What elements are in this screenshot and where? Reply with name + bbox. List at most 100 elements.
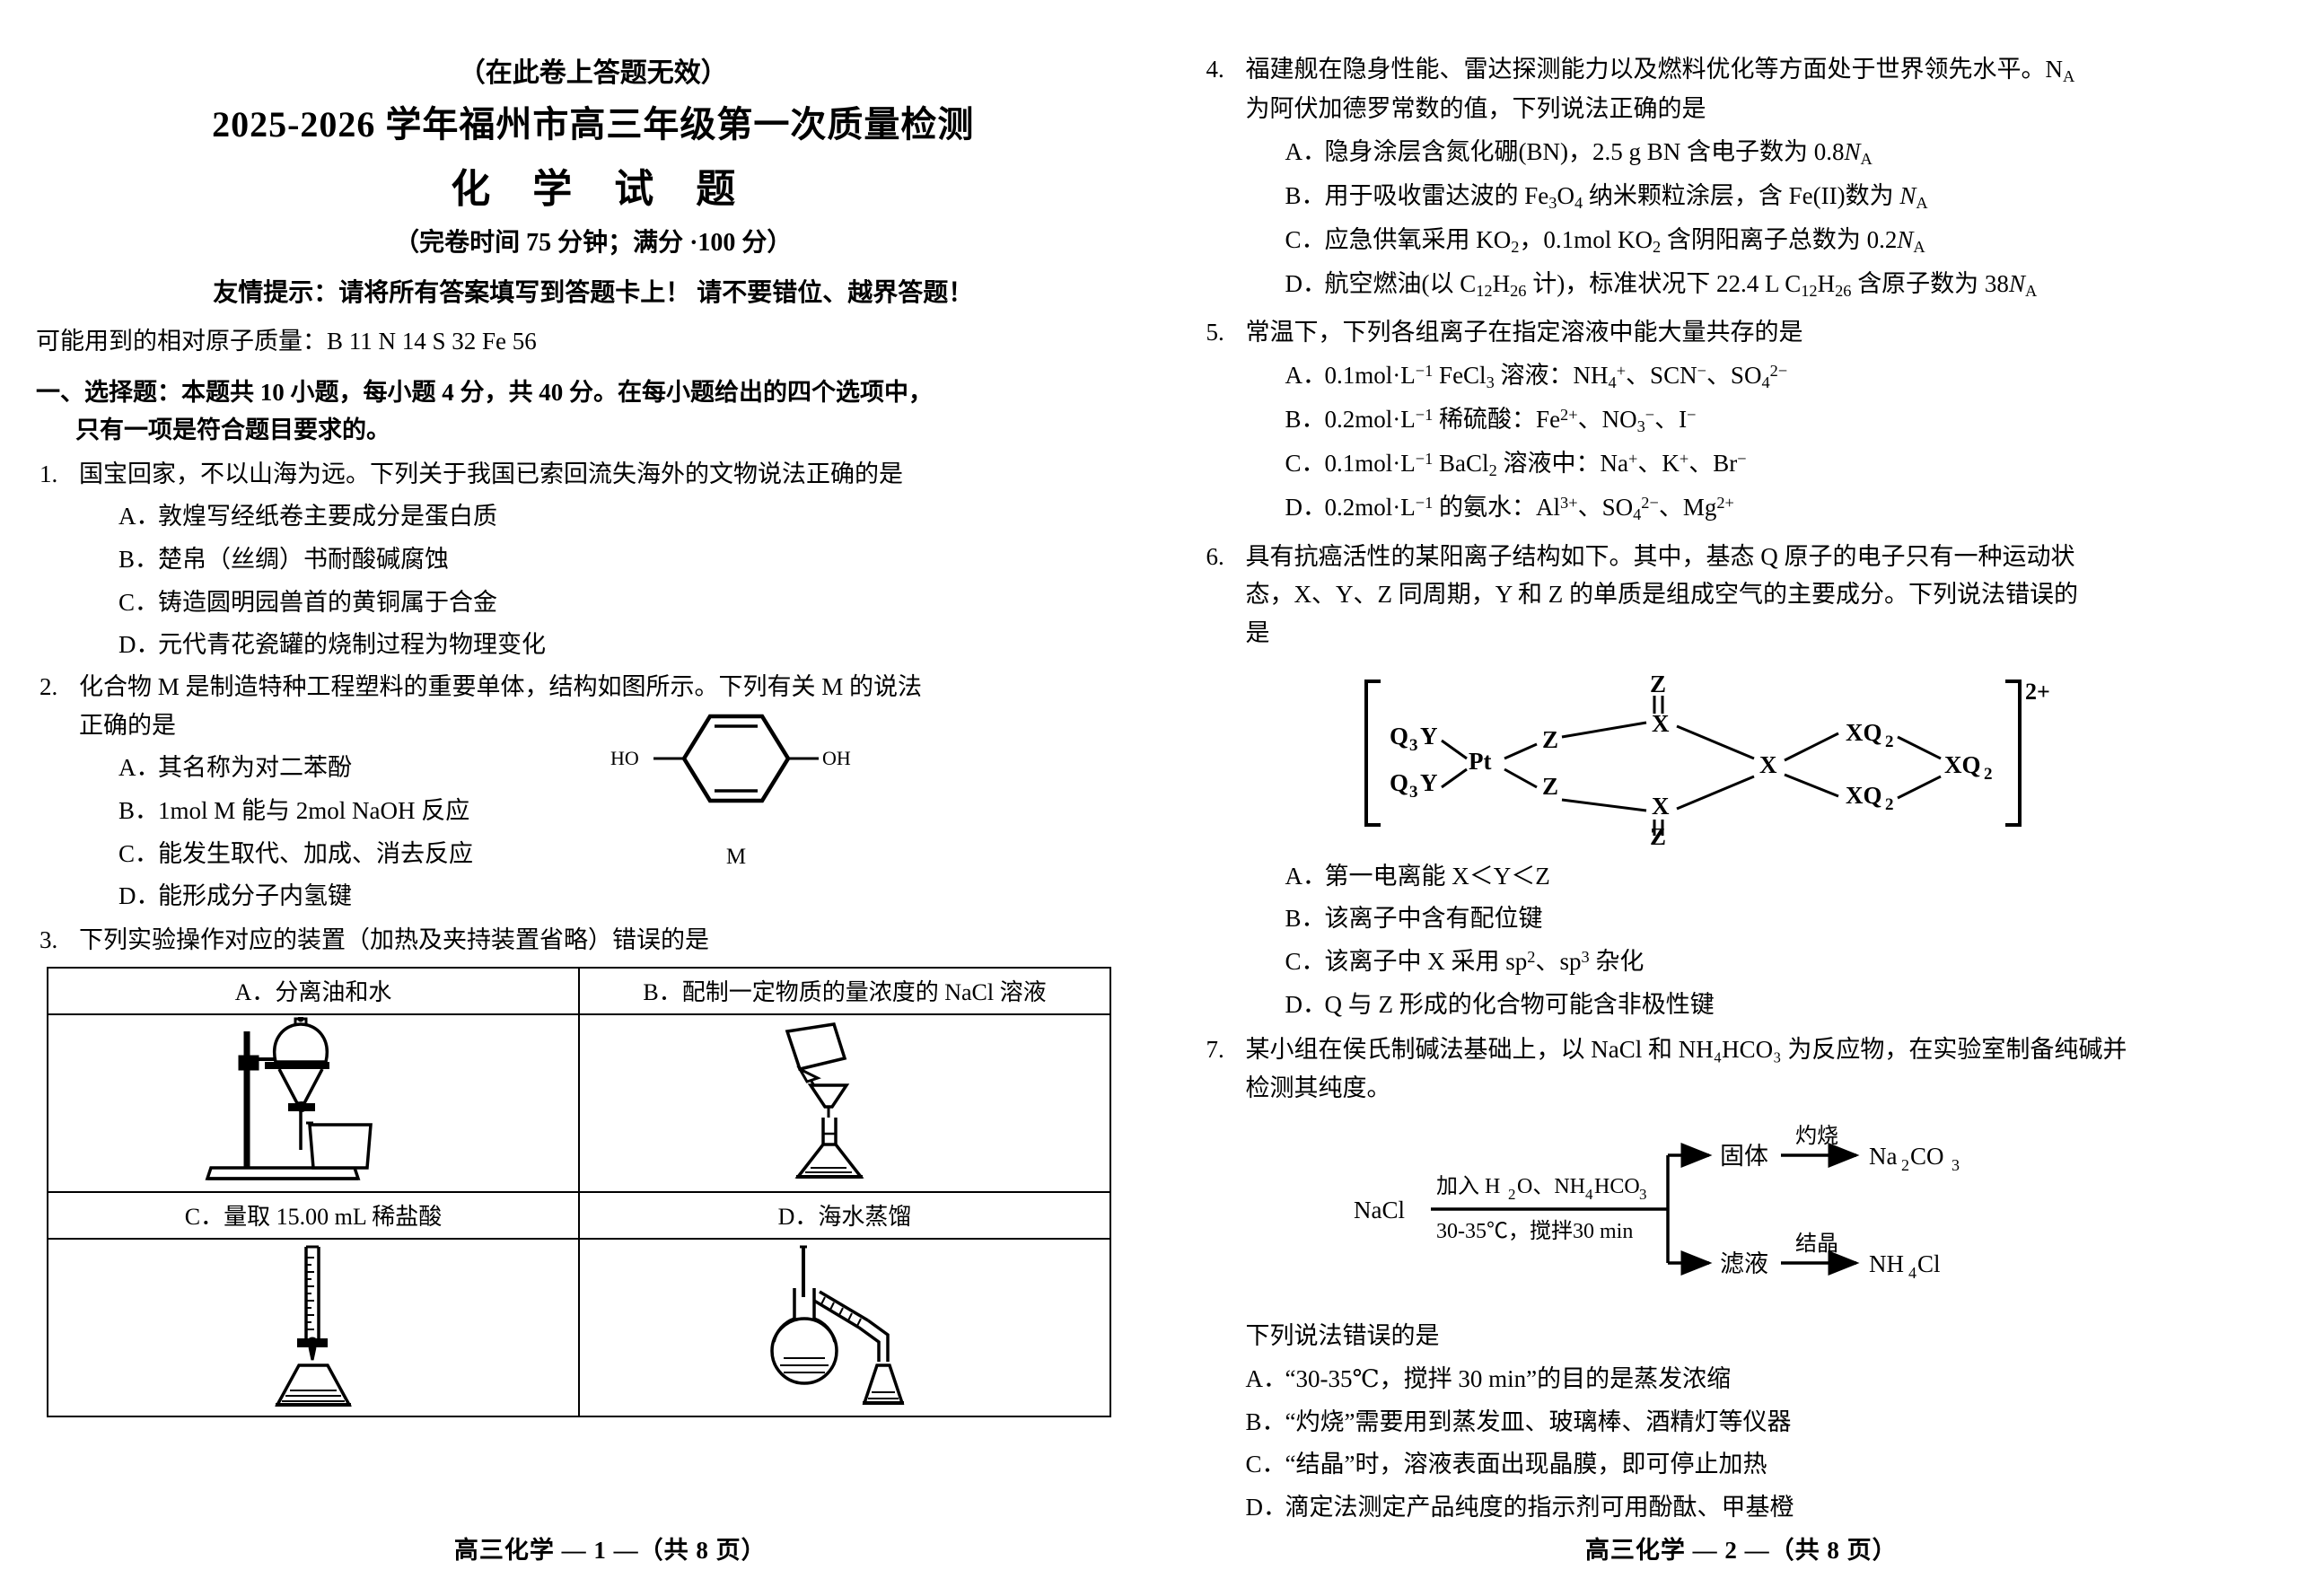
svg-text:2: 2	[1901, 1156, 1909, 1174]
option-text: “灼烧”需要用到蒸发皿、玻璃棒、酒精灯等仪器	[1285, 1407, 1792, 1435]
option-key: A．	[1285, 862, 1328, 890]
footer-left: 高三化学 — 1 —（共 8 页）	[453, 1537, 767, 1564]
question-2-option-a[interactable]: A． 其名称为对二苯酚	[79, 749, 1151, 787]
option-text: 滴定法测定产品纯度的指示剂可用酚酞、甲基橙	[1285, 1494, 1794, 1521]
section-heading-line2: 只有一项是符合题目要求的。	[75, 416, 390, 443]
option-key: B．	[1245, 1407, 1286, 1435]
apparatus-figure-distillation-setup	[578, 1237, 1111, 1417]
option-text: 用于吸收雷达波的 Fe3O4 纳米颗粒涂层，含 Fe(II)数为 NA	[1324, 181, 1928, 213]
section-heading-line1: 一、选择题：本题共 10 小题，每小题 4 分，共 40 分。在每小题给出的四个…	[36, 379, 933, 406]
question-6-option-b[interactable]: B． 该离子中含有配位键	[1246, 899, 2263, 938]
question-5-option-b[interactable]: B． 0.2mol·L−1 稀硫酸：Fe2+、NO3−、I−	[1246, 400, 2263, 440]
question-6-option-a[interactable]: A． 第一电离能 X＜Y＜Z	[1246, 857, 2263, 896]
node-x-mid: X	[1759, 751, 1777, 778]
question-6-option-c[interactable]: C． 该离子中 X 采用 sp2、sp3 杂化	[1246, 943, 2263, 981]
question-7-tail: 下列说法错误的是	[1245, 1322, 1440, 1350]
question-3-stem: 下列实验操作对应的装置（加热及夹持装置省略）错误的是	[79, 925, 709, 953]
subject-title: 化 学 试 题	[451, 167, 752, 211]
metal-center-pt: Pt	[1469, 748, 1491, 775]
svg-text:CO: CO	[1910, 1143, 1944, 1170]
option-key: C．	[1245, 1451, 1286, 1478]
question-1-option-c[interactable]: C． 铸造圆明园兽首的黄铜属于合金	[79, 583, 1151, 622]
question-2-option-c[interactable]: C． 能发生取代、加成、消去反应	[79, 835, 1151, 873]
option-text: 该离子中含有配位键	[1324, 905, 1543, 933]
option-text: 航空燃油(以 C12H26 计)，标准状况下 22.4 L C12H26 含原子…	[1324, 270, 2038, 301]
question-7-stem-line2: 检测其纯度。	[1245, 1074, 1391, 1101]
question-1-option-a[interactable]: A． 敦煌写经纸卷主要成分是蛋白质	[79, 497, 1151, 536]
node-x-top: X	[1652, 710, 1670, 737]
flow-branch-top-product: Na	[1869, 1143, 1897, 1170]
question-4-stem-text: 福建舰在隐身性能、雷达探测能力以及燃料优化等方面处于世界领先水平。N	[1245, 56, 2064, 83]
question-6-stem-line2: 态，X、Y、Z 同周期，Y 和 Z 的单质是组成空气的主要成分。下列说法错误的	[1245, 581, 2078, 609]
complex-ion-structure-diagram: 2+ Q 3 Y Q 3 Y Pt	[1246, 662, 2263, 852]
flow-diagram-svg: NaCl 加入 H 2 O、NH 4 HCO 3 30-35℃，搅拌30 mi	[1354, 1124, 1960, 1282]
option-key: B．	[1285, 406, 1326, 434]
option-text: 1mol M 能与 2mol NaOH 反应	[158, 796, 470, 824]
question-6-stem-line3: 是	[1245, 618, 1270, 646]
question-5: 5. 常温下，下列各组离子在指定溶液中能大量共存的是 A． 0.1mol·L−1…	[1203, 313, 2263, 528]
question-1-stem: 国宝回家，不以山海为远。下列关于我国已索回流失海外的文物说法正确的是	[79, 460, 903, 487]
question-2-option-b[interactable]: B． 1mol M 能与 2mol NaOH 反应	[79, 792, 1151, 830]
question-4-option-b[interactable]: B． 用于吸收雷达波的 Fe3O4 纳米颗粒涂层，含 Fe(II)数为 NA	[1246, 177, 2263, 216]
question-1-option-d[interactable]: D． 元代青花瓷罐的烧制过程为物理变化	[79, 626, 1151, 664]
question-5-option-c[interactable]: C． 0.1mol·L−1 BaCl2 溶液中：Na+、K+、Br−	[1246, 444, 2263, 484]
relative-atomic-mass: 可能用到的相对原子质量：B 11 N 14 S 32 Fe 56	[36, 328, 537, 355]
question-2-option-d[interactable]: D． 能形成分子内氢键	[79, 877, 1151, 916]
option-key: C．	[1285, 947, 1326, 975]
question-4-option-c[interactable]: C． 应急供氧采用 KO2，0.1mol KO2 含阴阳离子总数为 0.2NA	[1246, 221, 2263, 260]
flow-branch-bottom-condition: 结晶	[1795, 1232, 1838, 1256]
option-text: Q 与 Z 形成的化合物可能含非极性键	[1324, 990, 1715, 1018]
question-5-option-a[interactable]: A． 0.1mol·L−1 FeCl3 溶液：NH4+、SCN−、SO42−	[1246, 356, 2263, 396]
na-subscript: A	[2063, 67, 2075, 86]
apparatus-table: A．分离油和水 B．配制一定物质的量浓度的 NaCl 溶液	[47, 966, 1111, 1417]
apparatus-figure-volumetric-flask	[578, 1013, 1111, 1193]
option-key: D．	[1285, 270, 1328, 298]
flow-condition-top: 加入 H	[1436, 1174, 1500, 1198]
question-4-stem-line2: 为阿伏加德罗常数的值，下列说法正确的是	[1245, 95, 1706, 123]
flow-branch-top-label: 固体	[1720, 1143, 1768, 1170]
svg-text:3: 3	[1639, 1186, 1647, 1203]
question-7-option-b[interactable]: B． “灼烧”需要用到蒸发皿、玻璃棒、酒精灯等仪器	[1246, 1403, 2263, 1442]
question-7-option-c[interactable]: C． “结晶”时，溶液表面出现晶膜，即可停止加热	[1246, 1445, 2263, 1484]
flow-branch-bottom-label: 滤液	[1720, 1250, 1768, 1277]
apparatus-figure-separating-funnel	[47, 1013, 580, 1193]
option-key: C．	[118, 839, 160, 867]
question-7-option-d[interactable]: D． 滴定法测定产品纯度的指示剂可用酚酞、甲基橙	[1246, 1488, 2263, 1527]
question-2-stem-line2: 正确的是	[79, 711, 176, 739]
question-1-option-b[interactable]: B． 楚帛（丝绸）书耐酸碱腐蚀	[79, 540, 1151, 579]
question-4-option-d[interactable]: D． 航空燃油(以 C12H26 计)，标准状况下 22.4 L C12H26 …	[1246, 265, 2263, 304]
apparatus-caption-a: A．分离油和水	[47, 966, 580, 1015]
question-5-option-d[interactable]: D． 0.2mol·L−1 的氨水：Al3+、SO42−、Mg2+	[1246, 488, 2263, 528]
option-text: 0.2mol·L−1 的氨水：Al3+、SO42−、Mg2+	[1324, 494, 1734, 524]
question-7: 7. 某小组在侯氏制碱法基础上，以 NaCl 和 NH₄HCO₃ 为反应物，在实…	[1203, 1030, 2263, 1527]
option-text: 能发生取代、加成、消去反应	[158, 839, 473, 867]
option-key: C．	[1285, 450, 1326, 478]
question-5-number: 5.	[1206, 319, 1224, 346]
ligand-left-top: Q	[1390, 723, 1408, 750]
option-text: 该离子中 X 采用 sp2、sp3 杂化	[1324, 947, 1645, 975]
question-4-option-a[interactable]: A． 隐身涂层含氮化硼(BN)，2.5 g BN 含电子数为 0.8NA	[1246, 133, 2263, 172]
flow-start-label: NaCl	[1354, 1197, 1405, 1223]
node-xq2-top: XQ	[1846, 719, 1882, 746]
svg-text:2: 2	[1885, 795, 1894, 814]
node-xq2-bottom: XQ	[1846, 782, 1882, 809]
flow-branch-top-condition: 灼烧	[1795, 1124, 1838, 1148]
table-row	[47, 1237, 1111, 1417]
question-5-stem: 常温下，下列各组离子在指定溶液中能大量共存的是	[1245, 319, 1803, 346]
option-text: 元代青花瓷罐的烧制过程为物理变化	[158, 631, 546, 659]
svg-text:HCO: HCO	[1594, 1175, 1640, 1198]
footer-right: 高三化学 — 2 —（共 8 页）	[1584, 1537, 1898, 1564]
svg-text:2: 2	[1984, 765, 1993, 784]
svg-text:3: 3	[1409, 736, 1418, 755]
volumetric-flask-icon	[785, 1022, 864, 1179]
option-key: D．	[118, 882, 161, 910]
question-7-option-a[interactable]: A． “30-35℃，搅拌 30 min”的目的是蒸发浓缩	[1246, 1360, 2263, 1399]
svg-text:O、NH: O、NH	[1517, 1175, 1585, 1198]
option-key: B．	[118, 796, 160, 824]
burette-icon	[275, 1245, 352, 1407]
option-key: A．	[1245, 1365, 1288, 1393]
option-key: D．	[1285, 990, 1328, 1018]
question-2-stem-line1: 化合物 M 是制造特种工程塑料的重要单体，结构如图所示。下列有关 M 的说法	[79, 672, 923, 700]
question-4: 4. 福建舰在隐身性能、雷达探测能力以及燃料优化等方面处于世界领先水平。NA 为…	[1203, 50, 2263, 304]
question-6-option-d[interactable]: D． Q 与 Z 形成的化合物可能含非极性键	[1246, 986, 2263, 1024]
